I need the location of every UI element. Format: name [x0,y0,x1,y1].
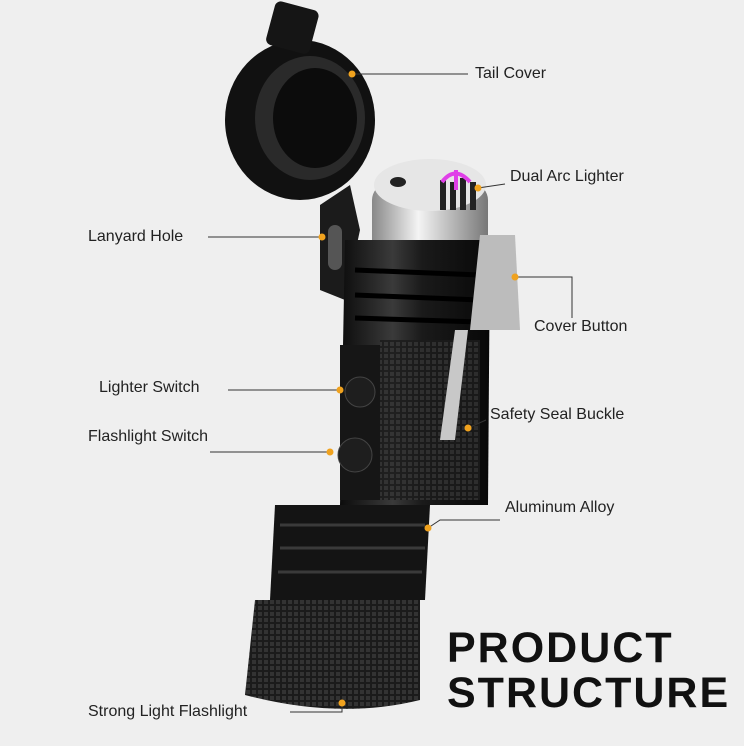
label-lighter-switch: Lighter Switch [99,379,200,396]
label-cover-button: Cover Button [534,318,628,335]
flashlight-switch-button [337,437,373,473]
arc-electrodes [440,170,476,210]
title-line-2: STRUCTURE [447,669,731,717]
label-dual-arc-lighter: Dual Arc Lighter [510,168,624,185]
marker-dots [318,70,519,707]
leader-lines [208,73,573,713]
label-safety-seal-buckle: Safety Seal Buckle [490,406,625,423]
label-aluminum-alloy: Aluminum Alloy [505,499,615,516]
label-flashlight-switch: Flashlight Switch [88,428,209,445]
lighter-switch-button [344,376,376,408]
label-lanyard-hole: Lanyard Hole [88,228,184,245]
label-strong-light-flashlight: Strong Light Flashlight [88,703,248,720]
tail-cover [225,1,375,200]
lanyard-hole [328,225,342,270]
label-tail-cover: Tail Cover [475,65,547,82]
title-line-1: PRODUCT [447,624,674,672]
